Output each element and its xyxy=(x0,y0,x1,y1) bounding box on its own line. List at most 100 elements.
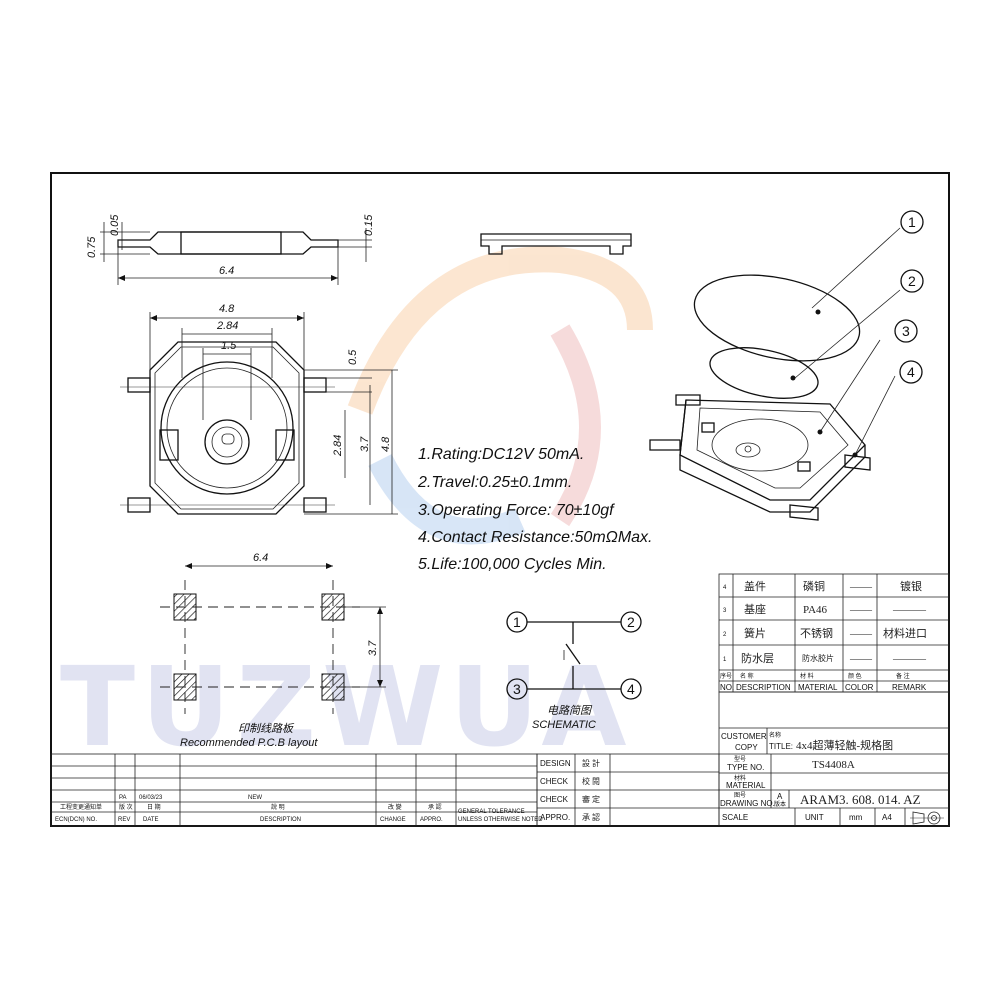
callout-1: 1 xyxy=(908,214,916,230)
schematic-caption-en: SCHEMATIC xyxy=(532,719,596,731)
dim-top-lead: 0.5 xyxy=(347,349,359,365)
bom-material-2: 不锈钢 xyxy=(800,627,833,640)
bom-head-cn-desc: 名 称 xyxy=(740,672,754,680)
bom-head-remark: REMARK xyxy=(892,683,927,692)
bom-color-2: —— xyxy=(849,628,873,640)
bom-head-cn-no: 序号 xyxy=(720,672,732,680)
schematic-node-2: 2 xyxy=(627,614,635,630)
material-cn: 材料 xyxy=(734,774,746,782)
dim-pcb-height: 3.7 xyxy=(367,640,379,656)
rev-col-desc: DESCRIPTION xyxy=(260,817,301,823)
bom-material-4: 磷铜 xyxy=(803,579,825,593)
unit-label: UNIT xyxy=(805,813,824,822)
dim-top-center: 1.5 xyxy=(221,340,237,352)
type-value: TS4408A xyxy=(812,759,855,771)
side-view: 0.75 0.05 0.15 6.4 xyxy=(86,214,375,285)
bom-color-1: —— xyxy=(849,653,873,665)
approval-check-2-cn: 審 定 xyxy=(582,794,600,804)
bom-no-1: 1 xyxy=(723,657,727,663)
bom-remark-2: 材料进口 xyxy=(883,626,927,640)
drawing-value: ARAM3. 608. 014. AZ xyxy=(800,792,921,807)
scale-label: SCALE xyxy=(722,813,748,822)
bom-no-4: 4 xyxy=(723,585,727,591)
rev-col-cn-date: 日 期 xyxy=(147,803,161,811)
pcb-caption-cn: 印制线路板 xyxy=(238,722,295,735)
schematic: 1 2 3 4 电路简图 SCHEMATIC xyxy=(506,611,642,731)
schematic-node-3: 3 xyxy=(513,681,521,697)
rev-col-cn-ecn: 工程变更通知单 xyxy=(60,803,102,811)
schematic-node-4: 4 xyxy=(627,681,635,697)
bom-name-4: 盖件 xyxy=(744,579,766,593)
bom-no-2: 2 xyxy=(723,632,727,638)
copy-label: COPY xyxy=(735,743,758,752)
dim-top-height: 4.8 xyxy=(380,436,392,452)
specifications: 1.Rating:DC12V 50mA. 2.Travel:0.25±0.1mm… xyxy=(417,446,653,573)
title-block: CUSTOMER COPY 名称 TITLE: 4x4超薄轻触-规格图 型号 T… xyxy=(718,691,950,827)
rev-col-cn-change: 改 變 xyxy=(388,803,402,811)
bom-name-3: 基座 xyxy=(744,602,766,616)
spec-travel: 2.Travel:0.25±0.1mm. xyxy=(417,474,572,491)
approval-check-1-cn: 校 閱 xyxy=(582,776,600,786)
front-view xyxy=(480,233,632,255)
bom-name-2: 簧片 xyxy=(744,626,766,640)
bom-head-cn-remark: 备 注 xyxy=(896,672,910,680)
unit-value: mm xyxy=(849,813,863,822)
dim-side-width: 6.4 xyxy=(219,265,234,277)
customer-label: CUSTOMER xyxy=(721,732,767,741)
projection-icon xyxy=(910,811,944,825)
bom-remark-1: ——— xyxy=(892,653,927,665)
watermark-text: TUZWUA xyxy=(60,643,633,771)
rev-description: NEW xyxy=(248,795,262,801)
bom-material-1: 防水胶片 xyxy=(802,653,834,663)
bom-color-4: —— xyxy=(849,581,873,593)
bom-table: 4 盖件 磷铜 —— 镀银 3 基座 PA46 —— ——— 2 簧片 不锈钢 … xyxy=(718,573,950,693)
callout-4: 4 xyxy=(907,364,915,380)
title-value: 4x4超薄轻触-规格图 xyxy=(796,738,893,752)
rev-col-date: DATE xyxy=(143,817,159,823)
spec-force: 3.Operating Force: 70±10gf xyxy=(418,502,615,519)
pcb-caption-en: Recommended P.C.B layout xyxy=(180,737,318,749)
callout-2: 2 xyxy=(908,273,916,289)
dim-top-inner: 2.84 xyxy=(216,320,238,332)
schematic-caption-cn: 电路简图 xyxy=(547,704,593,717)
bom-head-mat: MATERIAL xyxy=(798,683,838,692)
bom-head-desc: DESCRIPTION xyxy=(736,683,791,692)
bom-head-cn-color: 颜 色 xyxy=(848,672,862,680)
bom-material-3: PA46 xyxy=(803,604,828,616)
callout-3: 3 xyxy=(902,323,910,339)
bom-color-3: —— xyxy=(849,604,873,616)
title-cn-label: 名称 xyxy=(769,731,781,739)
drawing-cn: 图号 xyxy=(734,792,746,799)
exploded-view: 1 2 3 4 xyxy=(649,210,924,521)
type-label: TYPE NO. xyxy=(727,763,764,772)
type-cn: 型号 xyxy=(734,755,746,763)
revision-table: PA 06/03/23 NEW 工程变更通知单 版 次 日 期 說 明 改 變 … xyxy=(50,753,543,827)
approval-appro-cn: 承 認 xyxy=(582,812,600,822)
spec-resistance: 4.Contact Resistance:50mΩMax. xyxy=(418,529,653,546)
approval-appro: APPRO. xyxy=(540,813,570,822)
rev-date: 06/03/23 xyxy=(139,795,163,801)
rev-tolerance: GENERAL TOLERANCE xyxy=(458,809,525,815)
dim-pcb-width: 6.4 xyxy=(253,552,268,564)
bom-no-3: 3 xyxy=(723,608,727,614)
rev-col-ecn: ECN(DCN) NO. xyxy=(55,817,97,823)
spec-life: 5.Life:100,000 Cycles Min. xyxy=(418,556,607,573)
dim-side-gap: 0.05 xyxy=(109,214,121,236)
title-label: TITLE: xyxy=(769,742,793,751)
spec-rating: 1.Rating:DC12V 50mA. xyxy=(418,446,584,463)
rev-col-cn-rev: 版 次 xyxy=(119,803,133,811)
approval-design: DESIGN xyxy=(540,759,571,768)
bom-name-1: 防水层 xyxy=(741,651,774,665)
rev-col-appro: APPRO. xyxy=(420,817,443,823)
schematic-node-1: 1 xyxy=(513,614,521,630)
rev-col-cn-appro: 承 認 xyxy=(428,803,442,811)
rev-col-cn-desc: 說 明 xyxy=(271,803,285,811)
rev-tolerance-en: UNLESS OTHERWISE NOTED xyxy=(458,817,543,823)
top-view: 4.8 2.84 1.5 0.5 2.84 3.7 4.8 xyxy=(120,303,398,515)
rev-col-rev: REV xyxy=(118,817,130,823)
bom-head-no: NO. xyxy=(720,683,734,692)
bom-head-color: COLOR xyxy=(845,683,874,692)
drawing-label: DRAWING NO. xyxy=(720,799,775,808)
dim-top-mid-h: 3.7 xyxy=(359,436,371,452)
